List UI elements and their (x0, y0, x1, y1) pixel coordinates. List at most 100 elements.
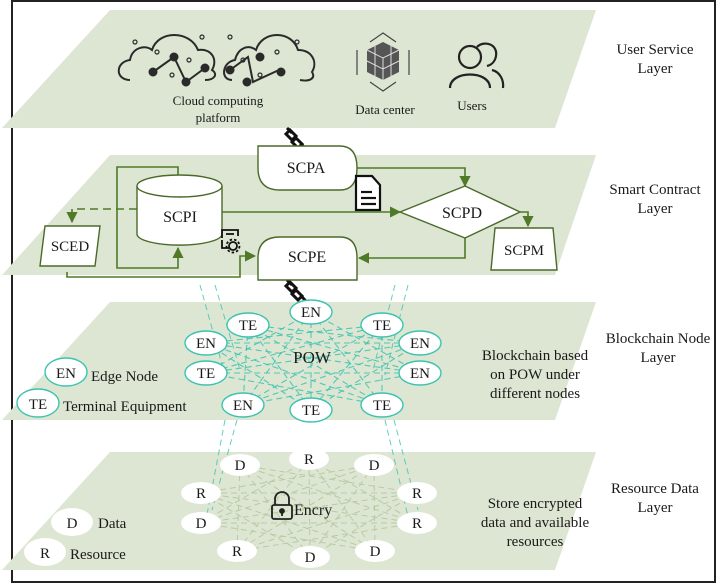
blockchain-edges (205, 311, 421, 411)
scpi-node: SCPI (136, 174, 223, 246)
legend-resource: R Resource (24, 538, 126, 566)
resource-edge (200, 492, 418, 524)
svg-text:R: R (40, 546, 50, 562)
cloud-icon-left (117, 34, 217, 87)
scpd-node: SCPD (398, 185, 522, 239)
blockchain-node: TE (226, 312, 270, 338)
pow-label: POW (293, 348, 332, 367)
blockchain-edge (205, 342, 383, 406)
resource-edge (373, 464, 376, 552)
resource-edges (200, 458, 418, 558)
blockchain-edge (247, 324, 312, 411)
scpa-node: SCPA (257, 145, 358, 191)
users-icon (448, 42, 505, 89)
resource-edge (200, 458, 310, 524)
resource-node: R (397, 482, 437, 504)
blockchain-edge (242, 324, 383, 406)
resource-node-label: D (305, 550, 316, 566)
scpe-node: SCPE (257, 236, 358, 281)
blockchain-node-label: EN (410, 366, 430, 382)
resource-node: R (181, 482, 221, 504)
blockchain-node: TE (360, 392, 404, 418)
resource-node: D (181, 512, 221, 534)
blockchain-edge (310, 324, 383, 411)
resource-node-label: R (412, 486, 422, 502)
sced-label: SCED (51, 239, 90, 255)
resource-node: R (289, 448, 329, 470)
blockchain-node-label: EN (301, 305, 321, 321)
blockchain-node: EN (398, 330, 442, 356)
resource-node-label: R (232, 544, 242, 560)
legend-en-label: Edge Node (91, 369, 158, 385)
resource-node: D (354, 454, 394, 476)
blockchain-edge (205, 324, 383, 374)
resource-node: R (397, 512, 437, 534)
encry-label: Encry (294, 502, 332, 519)
resource-edge (236, 522, 418, 552)
blockchain-edge (205, 342, 421, 374)
blockchain-node: EN (221, 392, 265, 418)
resource-node-label: D (369, 458, 380, 474)
data-center-label: Data center (355, 102, 415, 117)
blockchain-node-label: TE (302, 403, 320, 419)
blockchain-node: EN (184, 330, 228, 356)
scpm-label: SCPM (504, 243, 544, 259)
resource-node-label: R (196, 486, 206, 502)
smart-contract-flow (66, 166, 534, 278)
resource-node-label: D (196, 516, 207, 532)
resource-node-label: D (235, 458, 246, 474)
legend-en-symbol (44, 357, 88, 387)
resource-edge (200, 492, 376, 552)
blockchain-node-plane (2, 302, 596, 420)
blockchain-edge (247, 324, 383, 406)
data-center-icon (356, 32, 410, 92)
blockchain-edge (205, 342, 421, 374)
users-label: Users (457, 98, 487, 113)
legend-edge-node: EN Edge Node (44, 357, 158, 387)
resource-data-plane (2, 452, 596, 570)
sced-node: SCED (39, 225, 101, 267)
legend-data: D Data (51, 508, 127, 536)
resource-node: R (217, 540, 257, 562)
resource-edge (236, 464, 241, 552)
user-service-plane (2, 10, 596, 128)
legend-d-symbol (51, 508, 93, 536)
resource-node: D (220, 454, 260, 476)
scpe-label: SCPE (288, 249, 326, 266)
lock-icon (271, 491, 293, 520)
resource-edge (236, 492, 418, 552)
blockchain-node: TE (360, 312, 404, 338)
resource-node-label: D (370, 544, 381, 560)
blockchain-node: TE (289, 397, 333, 423)
scpa-label: SCPA (287, 160, 326, 177)
blockchain-node-label: TE (239, 318, 257, 334)
svg-text:D: D (67, 516, 78, 532)
blockchain-node-label: TE (373, 318, 391, 334)
resource-node: D (290, 546, 330, 568)
svg-text:EN: EN (56, 366, 76, 382)
blockchain-node-label: EN (233, 398, 253, 414)
settings-card-icon (221, 229, 241, 254)
blockchain-edge (310, 342, 421, 411)
legend-te-label: Terminal Equipment (63, 399, 187, 415)
blockchain-edge (242, 342, 421, 406)
scpi-label: SCPI (163, 209, 197, 226)
resource-node-label: R (412, 516, 422, 532)
blockchain-node: EN (398, 360, 442, 386)
blockchain-node: TE (184, 360, 228, 386)
legend-d-label: Data (98, 516, 127, 532)
resource-edge (309, 492, 418, 558)
chain-link-icon-middle (283, 278, 309, 304)
blockchain-node-label: TE (373, 398, 391, 414)
scpm-node: SCPM (490, 227, 558, 271)
legend-te-symbol (16, 388, 60, 418)
blockchain-node: EN (289, 299, 333, 325)
blockchain-node-label: EN (196, 336, 216, 352)
